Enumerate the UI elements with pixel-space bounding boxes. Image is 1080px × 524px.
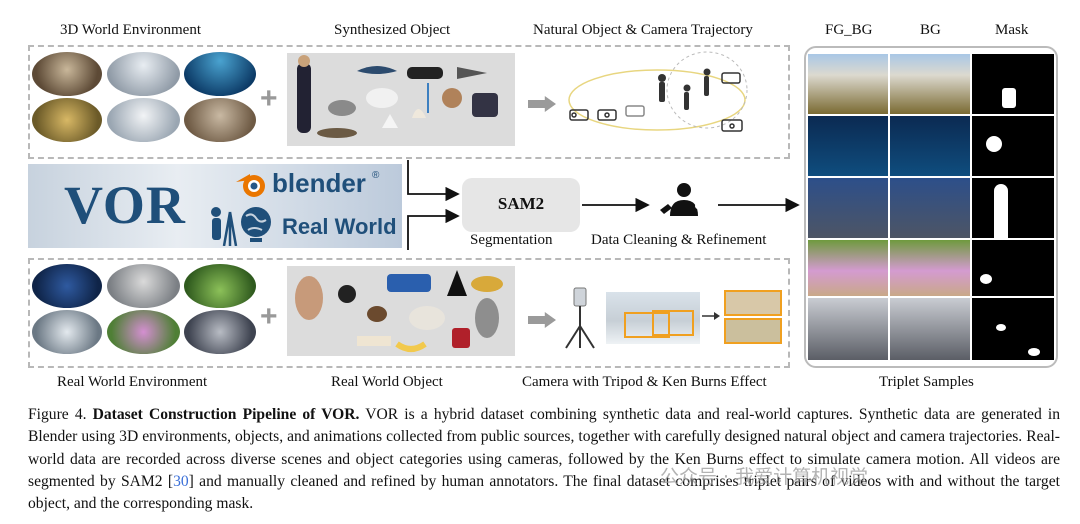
label-real-world-object: Real World Object xyxy=(331,374,443,390)
blender-logo-icon xyxy=(234,170,270,200)
mask-shape xyxy=(1028,348,1040,356)
column-header-bg: BG xyxy=(920,22,941,38)
real-world-panel xyxy=(28,258,790,368)
env-3d-thumbnail xyxy=(107,52,180,96)
triplet-mask-frame xyxy=(972,178,1054,238)
triplet-bg-frame xyxy=(890,298,970,360)
ken-burns-output-frame xyxy=(724,290,782,316)
triplet-fg-bg-frame xyxy=(808,240,888,296)
sam2-box xyxy=(462,178,580,232)
env-real-thumbnail xyxy=(184,310,256,354)
ken-burns-crop-frame xyxy=(624,312,670,338)
plus-icon: + xyxy=(260,82,278,115)
label-segmentation: Segmentation xyxy=(470,232,553,248)
label-3d-world-environment: 3D World Environment xyxy=(60,22,201,38)
annotator-icon xyxy=(658,182,708,218)
tripod-camera-icon xyxy=(565,287,595,349)
label-camera-tripod-ken-burns: Camera with Tripod & Ken Burns Effect xyxy=(522,374,767,390)
column-header-fg-bg: FG_BG xyxy=(825,22,873,38)
pipeline-connectors xyxy=(407,160,800,250)
vor-logo-text: VOR xyxy=(64,175,186,235)
triplet-mask-frame xyxy=(972,298,1054,360)
trajectory-diagram xyxy=(568,51,748,132)
blender-wordmark: blender xyxy=(272,168,366,198)
ken-burns-output-frame xyxy=(724,318,782,344)
env-3d-thumbnail xyxy=(184,52,256,96)
triplet-bg-frame xyxy=(890,54,970,114)
mask-shape xyxy=(986,136,1002,152)
triplet-fg-bg-frame xyxy=(808,298,888,360)
triplet-bg-frame xyxy=(890,178,970,238)
env-real-thumbnail xyxy=(107,310,180,354)
real-world-wordmark: Real World xyxy=(282,214,397,239)
triplet-mask-frame xyxy=(972,54,1054,114)
figure-caption: Figure 4. Dataset Construction Pipeline … xyxy=(28,404,1060,515)
synthesized-objects-image xyxy=(287,53,515,146)
triplet-fg-bg-frame xyxy=(808,54,888,114)
ken-burns-crop-frame xyxy=(652,310,694,336)
env-3d-thumbnail xyxy=(32,52,102,96)
triplet-fg-bg-frame xyxy=(808,178,888,238)
caption-figure-label: Figure 4. xyxy=(28,406,87,423)
label-triplet-samples: Triplet Samples xyxy=(879,374,974,390)
env-3d-thumbnail xyxy=(32,98,102,142)
real-objects-icons xyxy=(295,270,503,352)
watermark: 公众号 · 我爱计算机视觉 xyxy=(660,466,869,488)
caption-text-part1: VOR is a hybrid dataset combining synthe… xyxy=(28,406,1060,490)
mask-shape xyxy=(1002,88,1016,108)
env-real-thumbnail xyxy=(107,264,180,308)
photographer-globe-icon xyxy=(208,204,274,247)
env-real-thumbnail xyxy=(184,264,256,308)
label-synthesized-object: Synthesized Object xyxy=(334,22,451,38)
mask-shape xyxy=(996,324,1006,331)
env-real-thumbnail xyxy=(32,310,102,354)
synthetic-panel xyxy=(28,45,790,159)
env-3d-thumbnail xyxy=(184,98,256,142)
triplet-samples-panel xyxy=(804,46,1058,368)
triplet-mask-frame xyxy=(972,240,1054,296)
plus-icon: + xyxy=(260,300,278,333)
label-data-cleaning-refinement: Data Cleaning & Refinement xyxy=(591,232,767,248)
caption-title: Dataset Construction Pipeline of VOR. xyxy=(92,406,360,423)
mask-shape xyxy=(994,184,1008,238)
registered-mark: ® xyxy=(372,170,380,181)
ken-burns-scene xyxy=(606,292,700,344)
small-arrow-icon xyxy=(702,312,720,320)
label-real-world-environment: Real World Environment xyxy=(57,374,208,390)
triplet-bg-frame xyxy=(890,240,970,296)
arrow-icon xyxy=(528,312,556,328)
column-header-mask: Mask xyxy=(995,22,1029,38)
sam2-label: SAM2 xyxy=(497,194,545,213)
label-natural-object-camera-trajectory: Natural Object & Camera Trajectory xyxy=(533,22,753,38)
real-objects-image xyxy=(287,266,515,356)
env-real-thumbnail xyxy=(32,264,102,308)
synthesized-objects-icons xyxy=(297,55,498,138)
mask-shape xyxy=(980,274,992,284)
env-3d-thumbnail xyxy=(107,98,180,142)
caption-reference-link[interactable]: 30 xyxy=(173,472,189,490)
triplet-bg-frame xyxy=(890,116,970,176)
arrow-icon xyxy=(528,96,556,112)
triplet-mask-frame xyxy=(972,116,1054,176)
caption-text-part2: ] and manually cleaned and refined by hu… xyxy=(28,472,1060,513)
triplet-fg-bg-frame xyxy=(808,116,888,176)
vor-logo-panel: VOR blender ® Real World xyxy=(28,164,402,248)
